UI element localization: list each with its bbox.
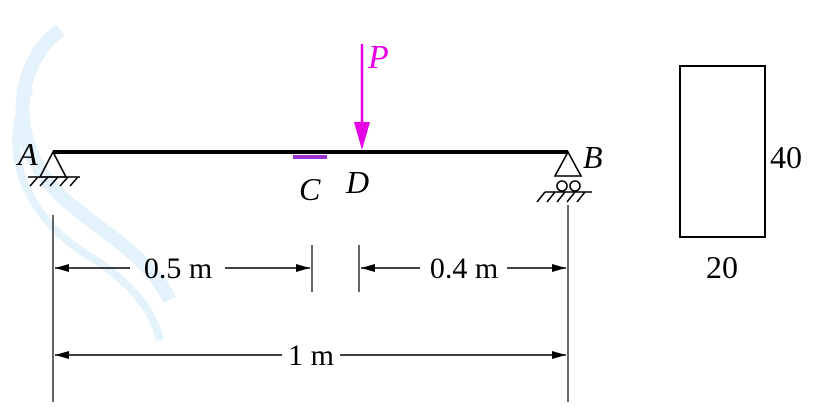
- point-c-label: C: [299, 171, 321, 207]
- roller-support-b: [536, 150, 592, 203]
- point-b-label: B: [583, 139, 603, 175]
- cross-section-width-label: 20: [706, 249, 738, 285]
- pin-support-a: [28, 150, 80, 187]
- load-label: P: [367, 39, 389, 76]
- point-a-label: A: [16, 136, 38, 172]
- dimension-total-label: 1 m: [288, 339, 334, 372]
- extension-lines: [52, 205, 569, 402]
- watermark: [12, 24, 177, 342]
- cross-section: [679, 65, 766, 238]
- load-arrow: [354, 44, 370, 150]
- dimension-left-label: 0.5 m: [144, 252, 212, 285]
- dimension-right-label: 0.4 m: [430, 252, 498, 285]
- point-d-label: D: [345, 164, 369, 200]
- cross-section-height-label: 40: [770, 139, 802, 175]
